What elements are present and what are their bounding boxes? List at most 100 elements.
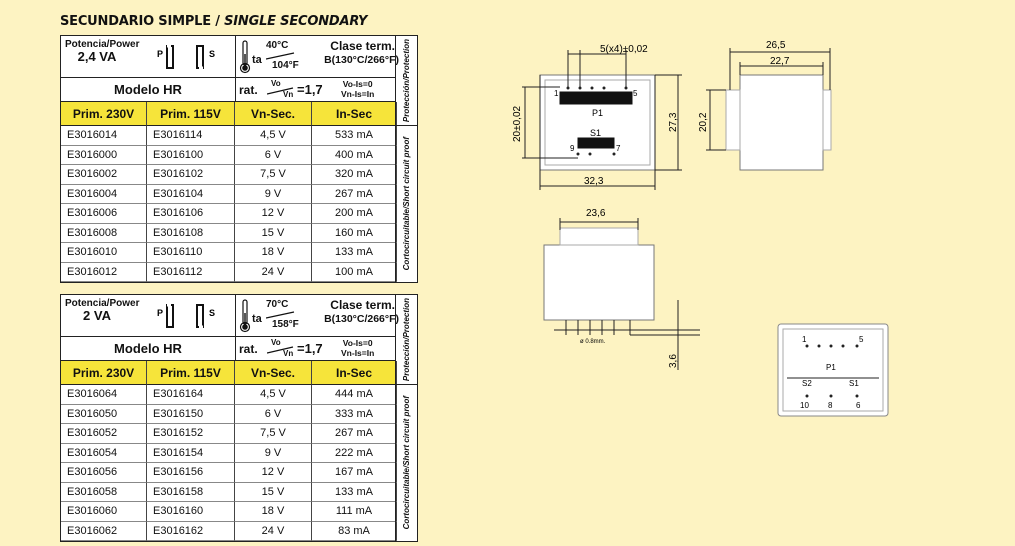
vo-is0: Vo-Is=0 <box>342 79 373 89</box>
vo-is0: Vo-Is=0 <box>342 338 373 348</box>
pinout-8: 8 <box>828 401 833 410</box>
cell-prim-115: E3016104 <box>147 184 235 204</box>
header-prim-115: Prim. 115V <box>147 102 235 126</box>
dim-height-total: 27,3 <box>668 112 679 132</box>
header-vn-sec: Vn-Sec. <box>235 361 312 385</box>
cell-prim-230: E3016012 <box>61 262 147 282</box>
cell-vn-sec: 12 V <box>235 204 312 224</box>
cell-in-sec: 133 mA <box>312 243 397 263</box>
rat-label: rat. <box>239 342 258 356</box>
cell-vn-sec: 18 V <box>235 243 312 263</box>
top-view-drawing <box>522 50 682 190</box>
cell-vn-sec: 9 V <box>235 443 312 463</box>
cell-vn-sec: 6 V <box>235 145 312 165</box>
cell-in-sec: 83 mA <box>312 521 397 541</box>
sym-p: P <box>157 308 163 318</box>
ratio-value: =1,7 <box>297 341 323 356</box>
header-in-sec: In-Sec <box>312 102 397 126</box>
cell-prim-230: E3016062 <box>61 521 147 541</box>
pin-7-label: 7 <box>616 144 621 153</box>
pinout-p1: P1 <box>826 363 836 372</box>
slash-icon <box>266 52 295 60</box>
s1-label: S1 <box>590 128 601 138</box>
header-vn-sec: Vn-Sec. <box>235 102 312 126</box>
cell-prim-115: E3016110 <box>147 243 235 263</box>
cell-vn-sec: 7,5 V <box>235 424 312 444</box>
cell-prim-230: E3016004 <box>61 184 147 204</box>
cell-prim-115: E3016160 <box>147 502 235 522</box>
cell-prim-230: E3016002 <box>61 165 147 185</box>
ta-label: ta <box>252 313 262 325</box>
side-short-circuit: Cortocircuitable/Short circuit proof <box>395 385 417 541</box>
cell-prim-115: E3016162 <box>147 521 235 541</box>
temp-fahrenheit: 104°F <box>272 60 299 71</box>
cell-vn-sec: 18 V <box>235 502 312 522</box>
cell-prim-115: E3016108 <box>147 223 235 243</box>
table-header-row: Prim. 230V Prim. 115V Vn-Sec. In-Sec <box>61 361 397 385</box>
spec-table-1: Potencia/Power 2,4 VA P S ta 40°C 104°F … <box>60 35 418 283</box>
header-prim-230: Prim. 230V <box>61 102 147 126</box>
cell-in-sec: 160 mA <box>312 223 397 243</box>
cell-vn-sec: 15 V <box>235 223 312 243</box>
cell-prim-115: E3016152 <box>147 424 235 444</box>
cell-in-sec: 533 mA <box>312 126 397 146</box>
cell-in-sec: 267 mA <box>312 184 397 204</box>
temp-celsius: 40°C <box>266 40 289 51</box>
temp-block: ta 70°C 158°F <box>235 295 312 337</box>
pin-1-label: 1 <box>554 89 559 98</box>
cell-in-sec: 111 mA <box>312 502 397 522</box>
dim-front-width: 23,6 <box>586 208 606 219</box>
dim-pitch: 5(x4)±0,02 <box>600 44 648 55</box>
cell-vn-sec: 4,5 V <box>235 385 312 405</box>
clase-value: B(130°C/266°F) <box>324 54 399 66</box>
cell-in-sec: 400 mA <box>312 145 397 165</box>
transformer-symbol-icon: P S <box>157 44 215 70</box>
power-label: Potencia/Power <box>65 298 140 309</box>
cell-prim-115: E3016154 <box>147 443 235 463</box>
spec-table-2: Potencia/Power 2 VA P S ta 70°C 158°F Cl… <box>60 294 418 542</box>
ta-label: ta <box>252 54 262 66</box>
section-title: SECUNDARIO SIMPLE / SINGLE SECONDARY <box>60 14 367 29</box>
cell-vn-sec: 7,5 V <box>235 165 312 185</box>
ratio-slash-icon <box>267 346 294 354</box>
cell-vn-sec: 4,5 V <box>235 126 312 146</box>
cell-vn-sec: 12 V <box>235 463 312 483</box>
dim-side-outer: 26,5 <box>766 40 786 51</box>
cell-vn-sec: 9 V <box>235 184 312 204</box>
cell-vn-sec: 24 V <box>235 521 312 541</box>
ratio-bottom: Vn <box>283 349 294 358</box>
clase-label: Clase term. <box>330 298 395 312</box>
side-short-text: Cortocircuitable/Short circuit proof <box>402 396 411 530</box>
pinout-s1: S1 <box>849 379 859 388</box>
cell-prim-115: E3016158 <box>147 482 235 502</box>
ratio-bottom: Vn <box>283 90 294 99</box>
cell-prim-230: E3016006 <box>61 204 147 224</box>
cell-vn-sec: 15 V <box>235 482 312 502</box>
ratio-top: Vo <box>271 79 281 88</box>
cell-in-sec: 320 mA <box>312 165 397 185</box>
transformer-symbol-icon: P S <box>157 303 215 329</box>
cell-prim-115: E3016114 <box>147 126 235 146</box>
table-header-row: Prim. 230V Prim. 115V Vn-Sec. In-Sec <box>61 102 397 126</box>
cell-in-sec: 133 mA <box>312 482 397 502</box>
cell-prim-115: E3016112 <box>147 262 235 282</box>
power-value: 2,4 VA <box>77 49 117 64</box>
pinout-1: 1 <box>802 335 807 344</box>
power-value: 2 VA <box>83 308 111 323</box>
cell-prim-230: E3016064 <box>61 385 147 405</box>
dim-pin-len: 3,6 <box>668 354 679 368</box>
pinout-6: 6 <box>856 401 861 410</box>
dimension-drawings: 5(x4)±0,02 1 5 P1 S1 9 7 32,3 20±0,02 27… <box>512 40 889 417</box>
